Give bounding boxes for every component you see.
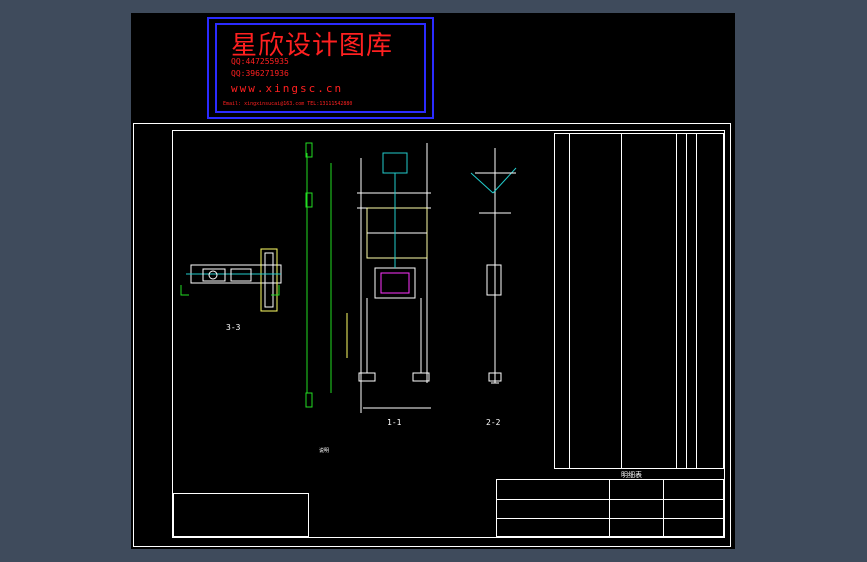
schedule-title: 明细表 [621, 471, 642, 479]
watermark-qq1: QQ:447255935 [231, 57, 289, 66]
view-label-1-1: 1-1 [387, 418, 402, 427]
drawing-frame [172, 130, 725, 538]
watermark-qq2: QQ:396271936 [231, 69, 289, 78]
cad-viewport[interactable]: 星欣设计图库 QQ:447255935 QQ:396271936 www.xin… [131, 13, 735, 549]
transformer-drawing [180, 142, 517, 413]
front-view-1-1 [305, 142, 431, 413]
plan-view-3-3 [180, 248, 282, 312]
view-label-2-2: 2-2 [486, 418, 501, 427]
title-block [496, 479, 724, 537]
watermark-inner-frame [215, 23, 426, 113]
notes-block: 说明 [319, 447, 329, 456]
notes-title: 说明 [319, 448, 330, 454]
parts-list-table [554, 133, 724, 469]
watermark-outer-frame [207, 17, 434, 119]
sheet-border [133, 123, 731, 547]
view-label-3-3: 3-3 [226, 323, 241, 332]
watermark-email: Email: xingxinsucai@163.com TEL:13111542… [223, 101, 353, 107]
material-table [173, 493, 309, 537]
watermark-title: 星欣设计图库 [231, 31, 394, 61]
side-view-2-2 [470, 148, 517, 384]
watermark-url: www.xingsc.cn [231, 82, 344, 95]
